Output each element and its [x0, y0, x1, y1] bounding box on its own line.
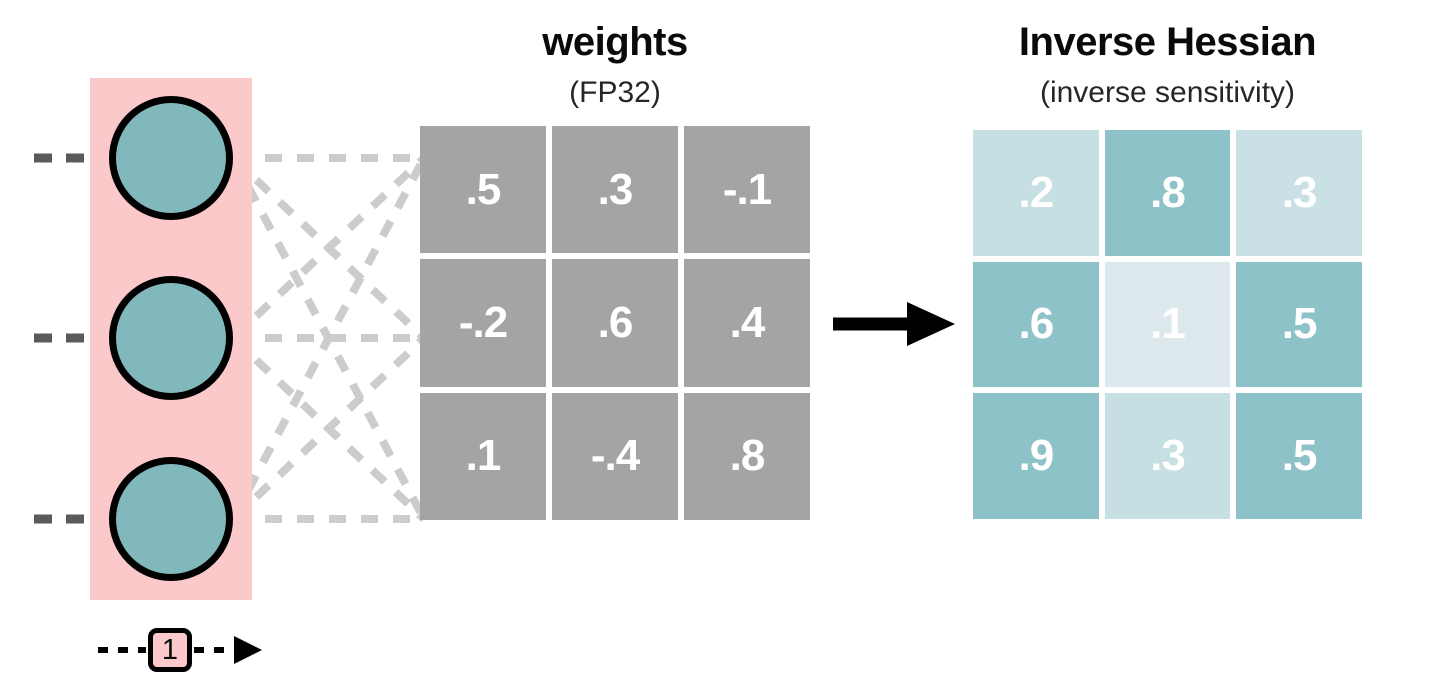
hessian-cell-r2c2: .1: [1104, 261, 1231, 388]
edge-n1-r3: [229, 156, 428, 521]
weights-cell-r2c2: .6: [552, 259, 678, 387]
hessian-cell-r1c3: .3: [1236, 130, 1362, 256]
hessian-cell-r3c2: .3: [1104, 393, 1231, 519]
weights-cell-r1c1: .5: [420, 126, 546, 254]
hessian-cell-r3c3: .5: [1236, 393, 1362, 519]
weights-cell-r3c2: -.4: [552, 392, 678, 520]
neuron-node-3[interactable]: [109, 457, 233, 581]
edge-n1-r2: [230, 155, 427, 341]
step-flow-arrow-icon: [98, 636, 262, 664]
weights-matrix: .5 .3 -.1 -.2 .6 .4 .1 -.4 .8: [420, 126, 810, 520]
edge-n3-r1: [229, 156, 428, 521]
hessian-cell-r3c1: .9: [973, 393, 1099, 519]
inverse-hessian-title: Inverse Hessian: [1018, 20, 1317, 64]
hessian-cell-r1c1: .2: [973, 130, 1099, 256]
weights-title: weights: [542, 20, 688, 64]
inverse-hessian-matrix: .2 .8 .3 .6 .1 .5 .9 .3 .5: [973, 130, 1362, 519]
weights-subtitle: (FP32): [569, 76, 661, 109]
edge-n3-r2: [230, 335, 427, 522]
edge-n2-r3: [230, 335, 427, 522]
weights-cell-r1c2: .3: [552, 126, 678, 254]
hessian-cell-r1c2: .8: [1104, 130, 1231, 256]
step-badge[interactable]: 1: [148, 628, 192, 672]
weights-cell-r1c3: -.1: [684, 126, 810, 254]
hessian-cell-r2c3: .5: [1236, 261, 1362, 388]
edge-n2-r1: [230, 155, 427, 341]
weights-cell-r3c3: .8: [684, 392, 810, 520]
weights-cell-r2c3: .4: [684, 259, 810, 387]
neuron-node-2[interactable]: [109, 276, 233, 400]
inverse-hessian-subtitle: (inverse sensitivity): [1039, 76, 1296, 109]
weights-cell-r2c1: -.2: [420, 259, 546, 387]
hessian-cell-r2c1: .6: [973, 261, 1099, 388]
neuron-node-1[interactable]: [109, 96, 233, 220]
transform-arrow-icon: [833, 302, 955, 346]
weights-cell-r3c1: .1: [420, 392, 546, 520]
step-indicator-row: 1: [96, 628, 266, 680]
